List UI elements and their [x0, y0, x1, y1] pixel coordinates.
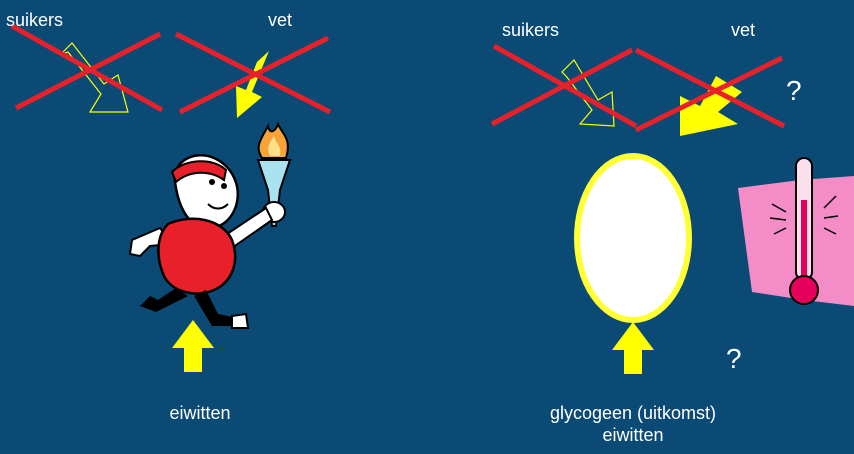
right-label-bottom: glycogeen (uitkomst) eiwitten: [488, 402, 778, 446]
right-question-top: ?: [786, 76, 802, 106]
right-label-fat: vet: [731, 20, 755, 40]
left-sugars-cross: [12, 26, 162, 110]
right-up-arrow: [612, 322, 654, 374]
left-label-fat: vet: [268, 10, 292, 30]
left-label-sugars: suikers: [6, 10, 63, 30]
right-sugars-cross: [492, 46, 636, 126]
left-up-arrow: [172, 320, 214, 372]
right-label-bottom-line1: glycogeen (uitkomst): [488, 402, 778, 424]
right-question-bottom: ?: [726, 344, 742, 374]
glycogen-oval: [577, 156, 689, 320]
left-label-bottom: eiwitten: [120, 402, 280, 424]
right-label-sugars: suikers: [502, 20, 559, 40]
left-fat-arrow: [236, 51, 269, 118]
thermometer-icon: [738, 158, 854, 306]
right-label-bottom-line2: eiwitten: [488, 424, 778, 446]
right-sugars-arrow-outline: [562, 60, 614, 126]
runner-illustration: [130, 124, 290, 328]
